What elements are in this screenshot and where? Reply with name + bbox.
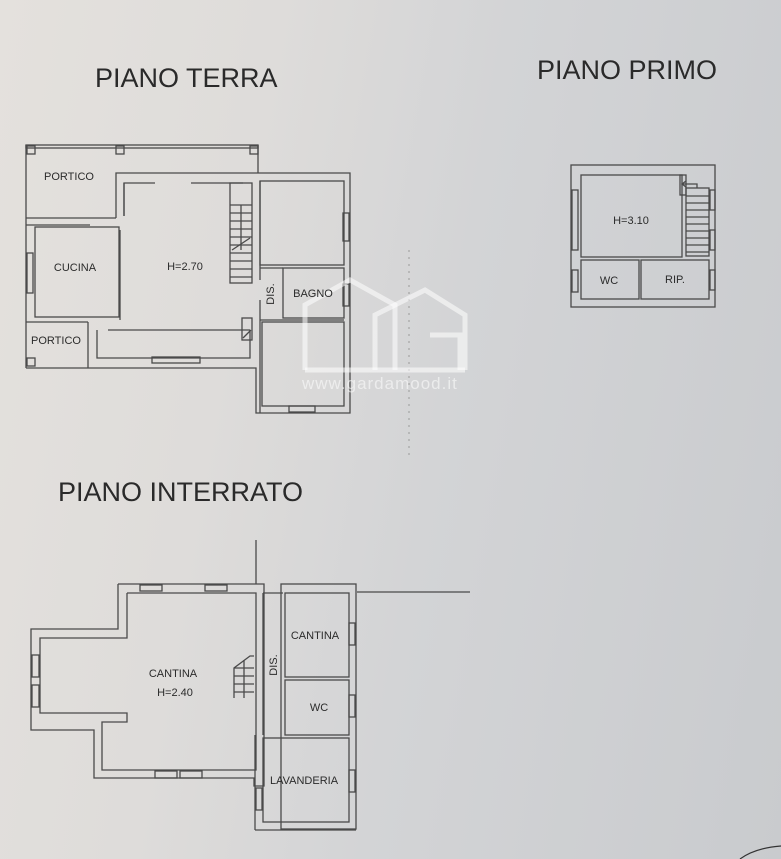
room-label-cantina-main: CANTINA [148, 668, 198, 680]
title-piano-terra: PIANO TERRA [95, 63, 278, 93]
room-label-bagno: BAGNO [293, 288, 333, 300]
room-label-height-terra: H=2.70 [167, 261, 203, 273]
plan-piano-terra [25, 144, 351, 414]
plan-piano-interrato [30, 540, 470, 831]
plan-piano-primo [570, 164, 716, 308]
room-label-cantina-small: CANTINA [290, 630, 340, 642]
room-label-dis-interrato: DIS. [268, 654, 280, 676]
room-label-wc-interrato: WC [309, 702, 329, 714]
title-piano-primo: PIANO PRIMO [537, 55, 718, 85]
room-label-portico-bottom: PORTICO [31, 335, 81, 347]
room-label-height-primo: H=3.10 [613, 215, 649, 227]
room-label-rip: RIP. [665, 274, 685, 286]
room-label-portico-top: PORTICO [44, 171, 94, 183]
gm-house-logo-icon [302, 277, 468, 373]
room-label-height-interrato: H=2.40 [157, 687, 193, 699]
title-piano-interrato: PIANO INTERRATO [58, 477, 304, 507]
room-label-dis-terra: DIS. [265, 283, 277, 305]
watermark-text: www.gardamood.it [302, 374, 458, 393]
room-label-cucina: CUCINA [53, 262, 97, 274]
room-label-lavanderia: LAVANDERIA [269, 775, 339, 787]
room-label-wc-primo: WC [599, 275, 619, 287]
